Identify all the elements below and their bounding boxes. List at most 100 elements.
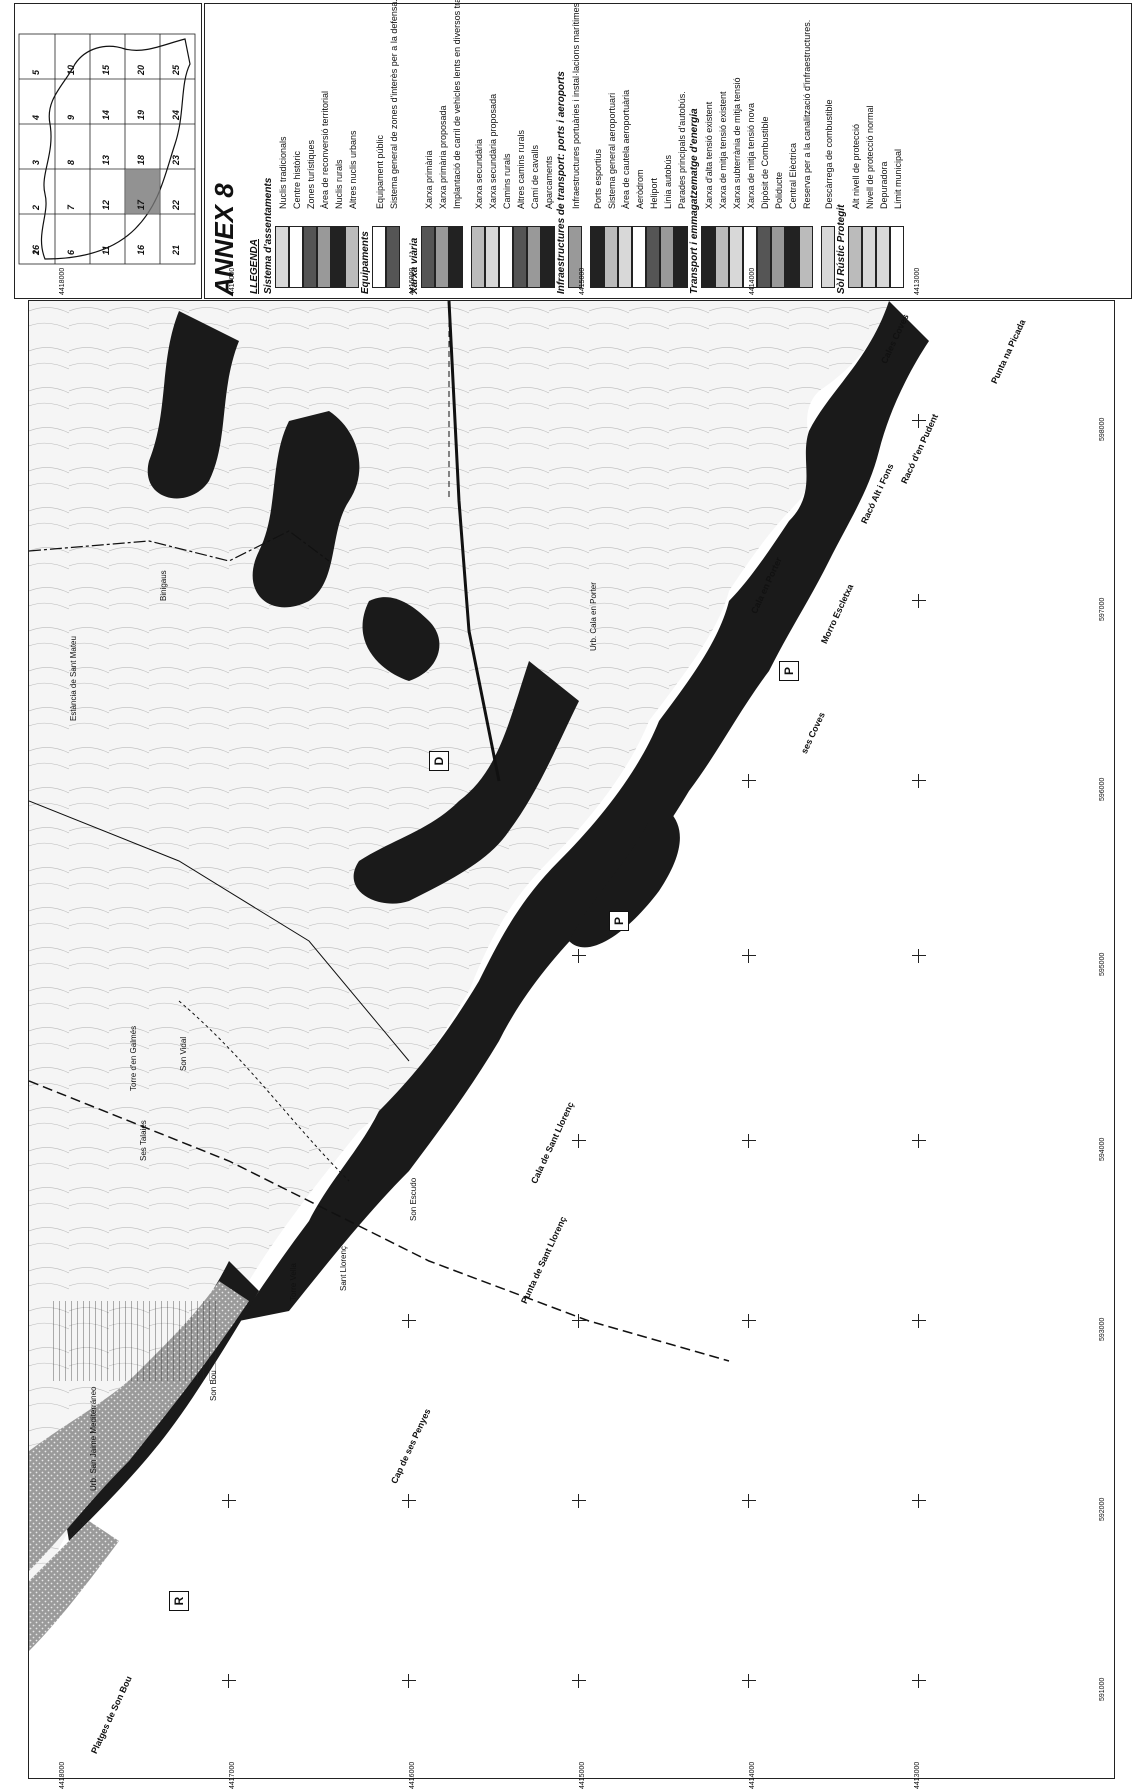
northing-label: 4418000 (59, 267, 66, 295)
legend-item-label: Camí de cavalls (530, 144, 540, 209)
legend-item-label: Zones turístiques (306, 139, 316, 209)
grid-cross (222, 1494, 236, 1508)
legend-swatch (513, 226, 527, 288)
legend-swatch (618, 226, 632, 288)
legend-section-heading: Transport i emmagatzematge d'energia (689, 108, 700, 294)
inland-place-name: Son Vidal (179, 1036, 188, 1071)
index-map-graphic (18, 33, 196, 265)
legend-swatch (729, 226, 743, 288)
legend-swatch (485, 226, 499, 288)
index-sheet-number: 4 (31, 114, 41, 120)
northing-label: 4414000 (749, 267, 756, 295)
legend-swatch (331, 226, 345, 288)
grid-cross (912, 414, 926, 428)
easting-label: 595000 (1099, 952, 1106, 976)
grid-cross (742, 1674, 756, 1688)
index-sheet-number: 6 (66, 249, 76, 255)
legend-item-label: Xarxa primària proposada (438, 105, 448, 209)
parking-symbol: P (609, 911, 629, 931)
grid-cross (402, 1674, 416, 1688)
legend-item-label: Depuradora (879, 161, 889, 209)
index-sheet-number: 10 (66, 64, 76, 75)
index-sheet-number: 22 (171, 199, 181, 210)
legend-swatch (890, 226, 904, 288)
index-sheet-number: 2 (31, 204, 41, 210)
legend-item-label: Central Elèctrica (788, 142, 798, 209)
legend-swatch (590, 226, 604, 288)
legend-swatch (449, 226, 463, 288)
easting-label: 598000 (1099, 417, 1106, 441)
legend-section-heading: Infraestructures de transport: ports i a… (556, 71, 567, 294)
legend-item-label: Sistema general aeroportuari (607, 92, 617, 209)
northing-label: 4415000 (579, 1761, 586, 1789)
legend-swatch (660, 226, 674, 288)
grid-cross (912, 1674, 926, 1688)
legend-item-label: Altres camins rurals (516, 129, 526, 209)
inland-place-name: Sant Llorenç (339, 1246, 348, 1291)
index-sheet-number: 9 (66, 114, 76, 120)
grid-cross (912, 949, 926, 963)
inland-place-name: Binigaus (159, 570, 168, 601)
grid-cross (912, 1314, 926, 1328)
legend-item-label: Aparcaments (544, 155, 554, 209)
grid-cross (742, 1314, 756, 1328)
legend-item-label: Línia autobús (663, 154, 673, 209)
index-sheet-number: 14 (101, 109, 111, 120)
legend-item-label: Descàrrega de combustible (824, 99, 834, 209)
easting-label: 591000 (1099, 1677, 1106, 1701)
infrastructure-reserve-area (49, 1301, 219, 1381)
legend-item-label: Alt nivell de protecció (851, 123, 861, 209)
index-sheet-number: 23 (171, 154, 181, 165)
index-sheet-number: 11 (101, 245, 111, 255)
index-sheet-number: 7 (66, 204, 76, 210)
road-network (29, 301, 730, 1362)
map-symbol-r: R (169, 1591, 189, 1611)
legend-item-label: Poliducte (774, 171, 784, 209)
legend-item-label: Nivell de protecció normal (865, 105, 875, 209)
legend-section-heading: Sòl Rústic Protegit (836, 204, 847, 294)
legend-item-label: Centre històric (292, 150, 302, 209)
northing-label: 4417000 (229, 267, 236, 295)
index-sheet-number: 19 (136, 109, 146, 120)
northing-label: 4416000 (409, 1761, 416, 1789)
legend-swatch (317, 226, 331, 288)
legend-swatch (674, 226, 688, 288)
legend-item-label: Altres nuclis urbans (348, 130, 358, 209)
grid-cross (572, 1494, 586, 1508)
easting-label: 594000 (1099, 1137, 1106, 1161)
sea-area (29, 301, 1114, 1778)
legend-item-label: Heliport (649, 177, 659, 209)
index-sheet-number: 17 (136, 199, 146, 210)
easting-label: 592000 (1099, 1497, 1106, 1521)
legend-swatch (862, 226, 876, 288)
legend-swatch (499, 226, 513, 288)
legend-item-label: Equipament públic (375, 134, 385, 209)
index-sheet-number: 13 (101, 154, 111, 165)
northing-label: 4415000 (579, 267, 586, 295)
legend-swatch (421, 226, 435, 288)
legend-item-label: Xarxa d'alta tensió existent (704, 101, 714, 209)
easting-label: 597000 (1099, 597, 1106, 621)
legend-swatch (345, 226, 359, 288)
northing-label: 4416000 (409, 267, 416, 295)
index-sheet-number: 24 (171, 109, 181, 120)
grid-cross (222, 1674, 236, 1688)
legend-item-label: Nuclis rurals (334, 159, 344, 209)
legend-swatch (275, 226, 289, 288)
legend-swatch (604, 226, 618, 288)
legend-swatch (303, 226, 317, 288)
grid-cross (572, 1314, 586, 1328)
legend-swatch (435, 226, 449, 288)
index-sheet-number: 16 (136, 244, 146, 255)
municipal-boundary (29, 530, 330, 562)
legend-swatch (757, 226, 771, 288)
legend-swatch (541, 226, 555, 288)
legend-item-label: Xarxa subterrània de mitja tensió (732, 77, 742, 209)
legend-swatch (372, 226, 386, 288)
legend-item-label: Límit municipal (893, 148, 903, 209)
index-sheet-number: 25 (171, 64, 181, 75)
easting-label: 593000 (1099, 1317, 1106, 1341)
legend-swatch (876, 226, 890, 288)
